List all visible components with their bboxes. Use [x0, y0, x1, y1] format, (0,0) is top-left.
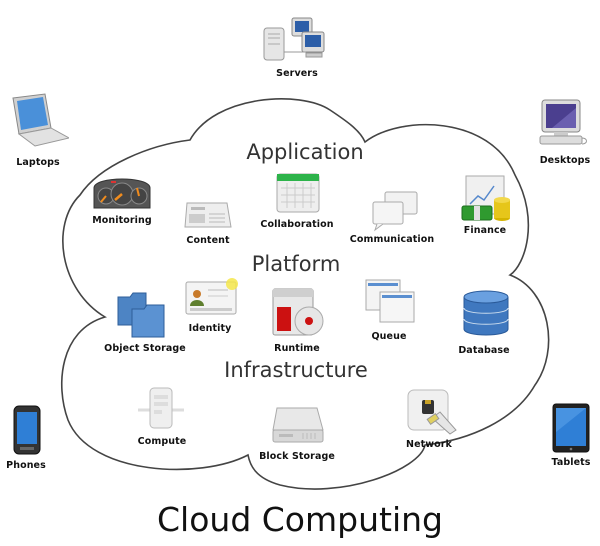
- object-storage-label: Object Storage: [104, 343, 186, 354]
- object-storage-icon: [117, 292, 165, 338]
- layer-infrastructure-heading: Infrastructure: [224, 358, 368, 382]
- servers-icon: [263, 17, 325, 61]
- runtime-icon: [272, 288, 324, 336]
- servers-label: Servers: [276, 68, 318, 79]
- identity-label: Identity: [188, 323, 232, 334]
- layer-application-heading: Application: [246, 140, 364, 164]
- queue-icon: [365, 279, 415, 323]
- tablets-label: Tablets: [551, 457, 591, 468]
- laptops-label: Laptops: [16, 157, 60, 168]
- runtime-label: Runtime: [274, 343, 320, 354]
- cloud-outline-path: [61, 98, 550, 490]
- content-label: Content: [186, 235, 230, 246]
- database-label: Database: [458, 345, 510, 356]
- desktop-icon: [539, 99, 587, 145]
- tablet-icon: [552, 403, 590, 453]
- diagram-title: Cloud Computing: [157, 500, 443, 539]
- desktops-label: Desktops: [539, 155, 591, 166]
- queue-label: Queue: [371, 331, 407, 342]
- phone-icon: [13, 405, 41, 455]
- block-storage-icon: [272, 407, 324, 443]
- network-label: Network: [406, 439, 452, 450]
- content-icon: [184, 202, 232, 228]
- laptop-icon: [12, 93, 69, 147]
- network-icon: [407, 389, 457, 435]
- finance-icon: [461, 175, 510, 221]
- monitoring-label: Monitoring: [92, 215, 152, 226]
- communication-icon: [372, 191, 418, 232]
- phones-label: Phones: [6, 460, 46, 471]
- communication-label: Communication: [349, 234, 435, 245]
- collaboration-label: Collaboration: [260, 219, 334, 230]
- layer-platform-heading: Platform: [251, 252, 341, 276]
- database-icon: [463, 290, 509, 336]
- compute-icon: [138, 387, 184, 429]
- block-storage-label: Block Storage: [259, 451, 335, 462]
- compute-label: Compute: [137, 436, 187, 447]
- finance-label: Finance: [463, 225, 507, 236]
- identity-icon: [185, 278, 238, 315]
- collaboration-icon: [276, 173, 320, 213]
- monitoring-icon: [93, 178, 151, 209]
